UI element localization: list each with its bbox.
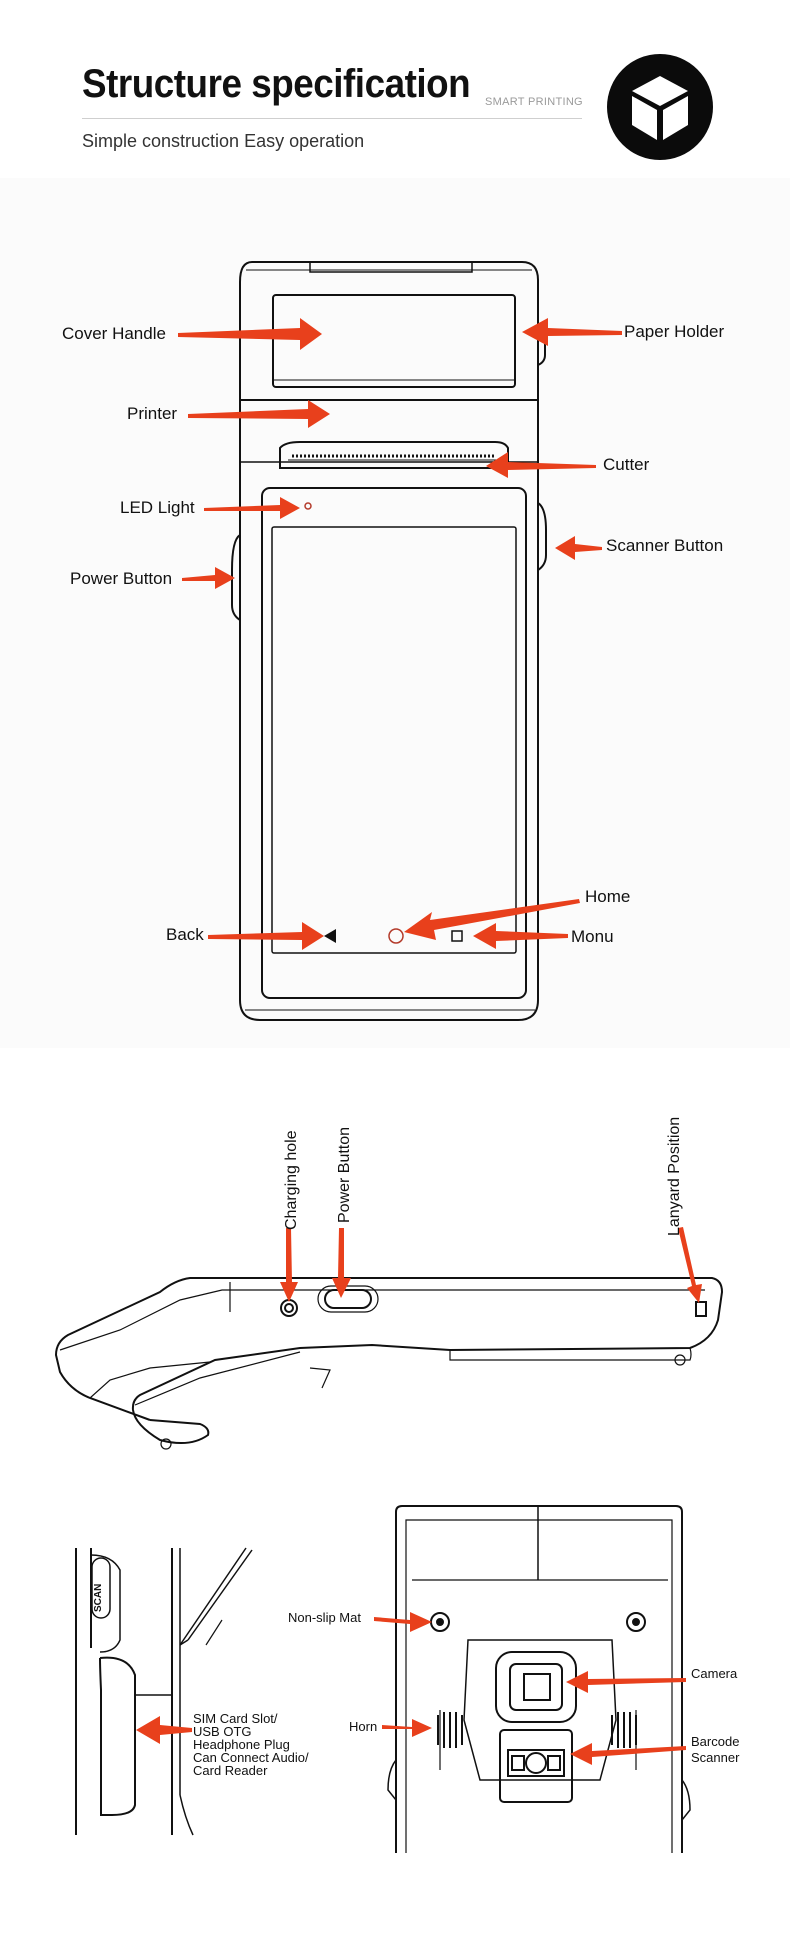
led-light-label: LED Light	[120, 498, 195, 517]
horn-label: Horn	[349, 1719, 378, 1734]
slot-line-5: Card Reader	[193, 1763, 268, 1778]
cover-handle-label: Cover Handle	[62, 324, 166, 343]
scanner-button-label: Scanner Button	[606, 536, 724, 555]
slot-description: SIM Card Slot/ USB OTG Headphone Plug Ca…	[193, 1712, 309, 1777]
slot-line-2: USB OTG	[193, 1724, 252, 1739]
slot-line-4: Can Connect Audio/	[193, 1750, 309, 1765]
monu-label: Monu	[571, 927, 614, 946]
cutter-label: Cutter	[603, 455, 650, 474]
badge	[607, 54, 713, 160]
printer-label: Printer	[127, 404, 178, 423]
non-slip-mat-label: Non-slip Mat	[288, 1610, 361, 1625]
page-subtitle: Simple construction Easy operation	[82, 131, 365, 151]
page-title: Structure specification	[82, 62, 471, 106]
camera-label: Camera	[691, 1666, 738, 1681]
paper-holder-label: Paper Holder	[624, 322, 725, 341]
back-label: Back	[166, 925, 204, 944]
header-divider	[82, 118, 582, 119]
slot-line-3: Headphone Plug	[193, 1737, 290, 1752]
scanner-label: Scanner	[691, 1750, 740, 1765]
barcode-label: Barcode	[691, 1734, 740, 1749]
section-tag: SMART PRINTING	[485, 96, 583, 108]
front-view-panel	[0, 178, 790, 1048]
cube-icon	[632, 76, 688, 140]
header: Structure specification SMART PRINTING S…	[0, 0, 790, 175]
home-label: Home	[585, 887, 631, 906]
slot-line-1: SIM Card Slot/	[193, 1711, 278, 1726]
power-button-label: Power Button	[70, 569, 173, 588]
